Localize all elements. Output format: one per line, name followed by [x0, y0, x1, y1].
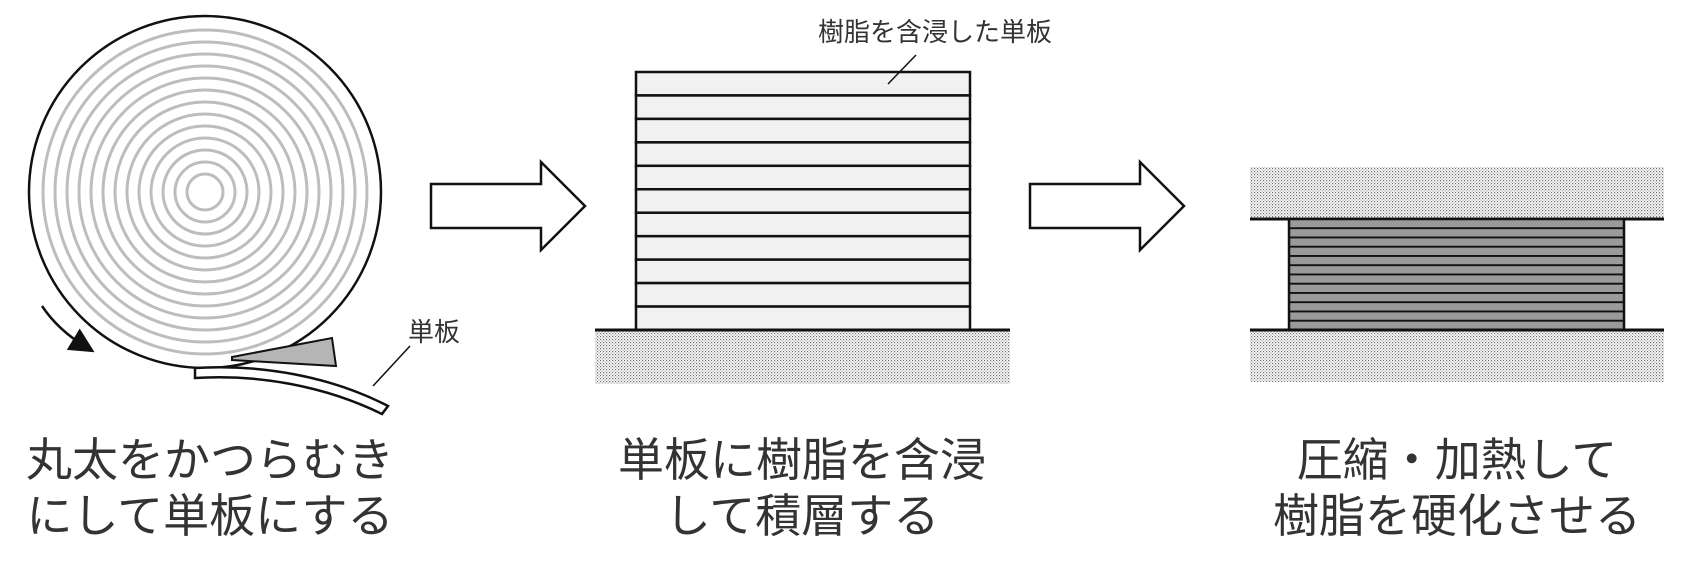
- veneer-layer: [634, 164, 972, 191]
- peeling-knife: [231, 336, 338, 368]
- growth-ring: [125, 112, 285, 272]
- log-outline: [27, 14, 383, 370]
- compressed-layers: [1287, 217, 1626, 332]
- compressed-layer: [1288, 264, 1625, 276]
- step-1-line-1: 丸太をかつらむき: [26, 433, 394, 487]
- veneer-layer: [634, 70, 972, 97]
- veneer-layer: [634, 234, 972, 261]
- veneer-label: 単板: [408, 318, 461, 348]
- ground-base: [595, 330, 1010, 384]
- step-2-line-1: 単板に樹脂を含浸: [618, 433, 986, 487]
- veneer-layer: [634, 94, 972, 121]
- growth-ring: [113, 100, 297, 284]
- growth-ring: [77, 64, 333, 320]
- step-3-line-1: 圧縮・加熱して: [1296, 433, 1618, 487]
- step-2-caption: 単板に樹脂を含浸 して積層する: [612, 432, 992, 544]
- compressed-layer: [1288, 301, 1625, 313]
- press-lower-plate: [1250, 330, 1664, 382]
- compressed-layer: [1288, 282, 1625, 294]
- process-arrow-2: [1028, 158, 1186, 254]
- veneer-layer: [634, 141, 972, 168]
- veneer-layers: [634, 70, 972, 332]
- compressed-layer: [1288, 310, 1625, 322]
- compressed-layer: [1288, 292, 1625, 304]
- growth-ring: [161, 148, 249, 236]
- growth-ring: [41, 28, 369, 356]
- stacked-veneer-illustration: [595, 54, 1010, 384]
- press-upper-plate: [1250, 167, 1664, 219]
- log-peeling-illustration: [27, 14, 411, 416]
- compressed-layer: [1288, 245, 1625, 257]
- growth-ring: [185, 172, 225, 212]
- growth-ring: [173, 160, 237, 224]
- veneer-layer: [634, 117, 972, 144]
- compressed-layer: [1288, 227, 1625, 239]
- step-1-caption: 丸太をかつらむき にして単板にする: [20, 432, 400, 544]
- compressed-layer: [1288, 255, 1625, 267]
- veneer-layer: [634, 211, 972, 238]
- veneer-layer: [634, 305, 972, 332]
- growth-ring: [65, 52, 345, 332]
- growth-ring: [89, 76, 321, 308]
- veneer-layer: [634, 281, 972, 308]
- step-3-caption: 圧縮・加熱して 樹脂を硬化させる: [1267, 432, 1647, 544]
- hot-press-illustration: [1250, 167, 1664, 382]
- growth-ring: [53, 40, 357, 344]
- veneer-layer: [634, 258, 972, 285]
- compressed-layer: [1288, 273, 1625, 285]
- veneer-strip: [193, 366, 390, 416]
- impregnated-veneer-label: 樹脂を含浸した単板: [818, 18, 1053, 48]
- step-3-line-2: 樹脂を硬化させる: [1273, 489, 1641, 543]
- veneer-layer: [634, 188, 972, 214]
- log-growth-rings: [41, 28, 369, 356]
- growth-ring: [149, 136, 261, 248]
- step-1-line-2: にして単板にする: [26, 489, 394, 543]
- impregnated-leader-line: [887, 54, 917, 85]
- compressed-layer: [1288, 236, 1625, 248]
- process-arrow-1: [429, 158, 587, 254]
- compressed-layer: [1288, 218, 1625, 230]
- growth-ring: [101, 88, 309, 296]
- veneer-leader-line: [372, 345, 411, 387]
- step-2-line-2: して積層する: [664, 489, 940, 543]
- growth-ring: [137, 124, 273, 260]
- rotation-arrow: [40, 305, 95, 353]
